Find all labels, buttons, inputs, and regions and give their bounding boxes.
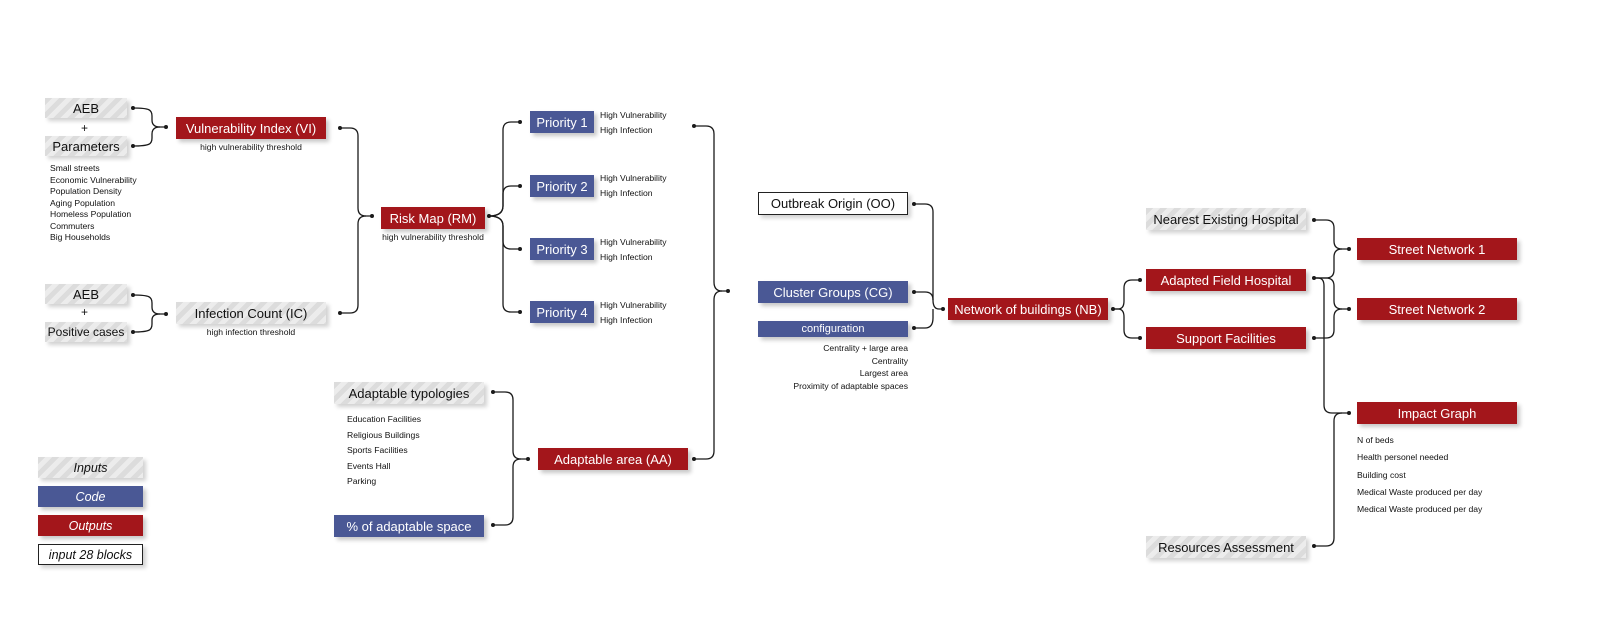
priority-4-criteria: High Infection [600,315,653,325]
config-item: Centrality [871,355,908,366]
impact-item: N of beds [1357,435,1394,445]
priority-1-criteria: High Vulnerability [600,110,667,120]
legend-outputs: Outputs [38,515,143,536]
impact-item: Health personel needed [1357,452,1449,462]
plus-sign-bottom: + [81,305,89,319]
network-of-buildings-node: Network of buildings (NB) [948,298,1108,320]
support-facilities-node: Support Facilities [1146,327,1306,349]
configuration-node: configuration [758,321,908,337]
infection-count-node: Infection Count (IC) [176,302,326,324]
priority-2-criteria: High Vulnerability [600,173,667,183]
plus-sign-top: + [81,121,89,135]
legend-inputs: Inputs [38,457,143,478]
priority-4-node: Priority 4 [530,301,594,323]
typology-item: Sports Facilities [347,445,408,455]
adaptable-area-node: Adaptable area (AA) [538,448,688,470]
priority-4-criteria: High Vulnerability [600,300,667,310]
parameter-item: Commuters [50,220,95,231]
priority-3-criteria: High Vulnerability [600,237,667,247]
parameters-input: Parameters [45,136,127,156]
impact-item: Medical Waste produced per day [1357,504,1483,514]
priority-3-node: Priority 3 [530,238,594,260]
parameter-item: Homeless Population [50,209,132,219]
adaptable-typologies-input: Adaptable typologies [334,382,484,404]
parameter-item: Big Households [50,232,111,242]
rm-threshold-note: high vulnerability threshold [382,232,484,242]
nearest-existing-hospital-input: Nearest Existing Hospital [1146,208,1306,230]
config-item: Centrality + large area [823,343,908,353]
parameter-item: Population Density [50,186,122,196]
parameter-item: Economic Vulnerability [50,174,137,185]
risk-map-node: Risk Map (RM) [381,207,485,229]
positive-cases-input: Positive cases [45,322,127,342]
typology-item: Events Hall [347,460,391,471]
vi-threshold-note: high vulnerability threshold [200,142,302,152]
cluster-groups-node: Cluster Groups (CG) [758,281,908,303]
priority-1-node: Priority 1 [530,111,594,133]
typology-item: Education Facilities [347,414,422,424]
aeb-input-top: AEB [45,98,127,118]
legend-code: Code [38,486,143,507]
adapted-field-hospital-node: Adapted Field Hospital [1146,269,1306,291]
impact-graph-node: Impact Graph [1357,402,1517,424]
priority-2-criteria: High Infection [600,188,653,198]
vulnerability-index-node: Vulnerability Index (VI) [176,117,326,139]
street-network-1-node: Street Network 1 [1357,238,1517,260]
parameter-item: Small streets [50,163,100,173]
outbreak-origin-block: Outbreak Origin (OO) [758,192,908,215]
legend-blocks: input 28 blocks [38,544,143,565]
typology-item: Parking [347,476,377,486]
typology-item: Religious Buildings [347,429,420,440]
ic-threshold-note: high infection threshold [206,327,296,337]
impact-item: Medical Waste produced per day [1357,487,1483,497]
impact-item: Building cost [1357,469,1406,480]
street-network-2-node: Street Network 2 [1357,298,1517,320]
percent-adaptable-space-node: % of adaptable space [334,515,484,537]
aeb-input-bottom: AEB [45,284,127,304]
config-item: Largest area [859,368,908,378]
parameter-item: Aging Population [50,197,115,208]
priority-2-node: Priority 2 [530,175,594,197]
priority-3-criteria: High Infection [600,252,653,262]
config-item: Proximity of adaptable spaces [793,380,908,391]
resources-assessment-input: Resources Assessment [1146,536,1306,558]
priority-1-criteria: High Infection [600,125,653,135]
